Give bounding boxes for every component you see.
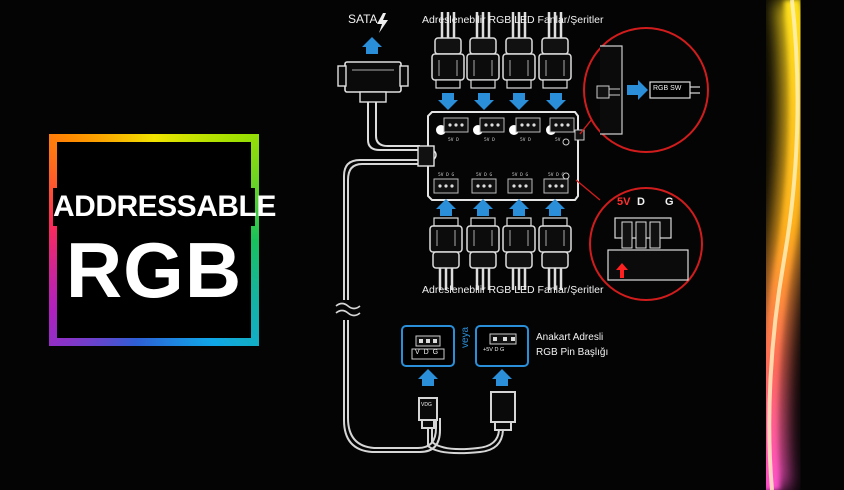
svg-text:5V D G: 5V D G bbox=[512, 172, 529, 178]
top-arrows bbox=[438, 93, 566, 110]
motherboard-label-2: RGB Pin Başlığı bbox=[536, 347, 609, 358]
svg-text:5V D G: 5V D G bbox=[476, 172, 493, 178]
svg-text:5V: 5V bbox=[555, 137, 561, 143]
pin-g-label: G bbox=[665, 196, 674, 208]
header-right-pin-label: +5V D G bbox=[483, 347, 505, 353]
split-plug-cable bbox=[418, 391, 516, 455]
bottom-arrows bbox=[436, 199, 565, 216]
addressable-rgb-logo: ADDRESSABLE RGB bbox=[49, 134, 276, 346]
motherboard-header-left bbox=[401, 325, 455, 367]
svg-text:5V D G: 5V D G bbox=[548, 172, 565, 178]
five-v-arrow bbox=[616, 263, 628, 278]
sata-label: SATA bbox=[348, 12, 378, 26]
svg-text:5V D: 5V D bbox=[448, 137, 459, 143]
svg-text:5V D: 5V D bbox=[520, 137, 531, 143]
logo-line-1: ADDRESSABLE bbox=[53, 190, 276, 223]
hub-to-motherboard-cable bbox=[343, 159, 441, 453]
svg-text:5V D G: 5V D G bbox=[438, 172, 455, 178]
lightning-icon bbox=[377, 13, 388, 33]
bottom-title: Adreslenebilir RGB LED Fanlar/Şeritler bbox=[422, 284, 604, 296]
or-label: veya bbox=[460, 326, 471, 348]
header-left-pin-label: V D G bbox=[415, 349, 440, 356]
pin-d-label: D bbox=[637, 196, 645, 208]
rgb-sw-label: RGB SW bbox=[653, 85, 682, 92]
logo-line-2: RGB bbox=[65, 226, 243, 314]
motherboard-label-1: Anakart Adresli bbox=[536, 332, 604, 343]
plug-label: VDG bbox=[421, 402, 432, 408]
neon-strip-glow bbox=[752, 0, 815, 490]
zoom-callout-rgb-sw bbox=[579, 27, 709, 153]
bottom-fan-connectors bbox=[428, 216, 573, 292]
sata-connector bbox=[337, 61, 420, 151]
motherboard-header-right bbox=[475, 325, 529, 367]
cable-break-mark bbox=[335, 302, 361, 310]
top-title: Adreslenebilir RGB LED Fanlar/Şeritler bbox=[422, 14, 604, 26]
svg-text:5V D: 5V D bbox=[484, 137, 495, 143]
argb-hub: 5V D 5V D 5V D 5V 5V D G 5V D G 5V D G 5V D G bbox=[417, 111, 585, 201]
pin-5v-label: 5V bbox=[617, 196, 631, 208]
zoom-callout-pinout bbox=[575, 179, 703, 301]
